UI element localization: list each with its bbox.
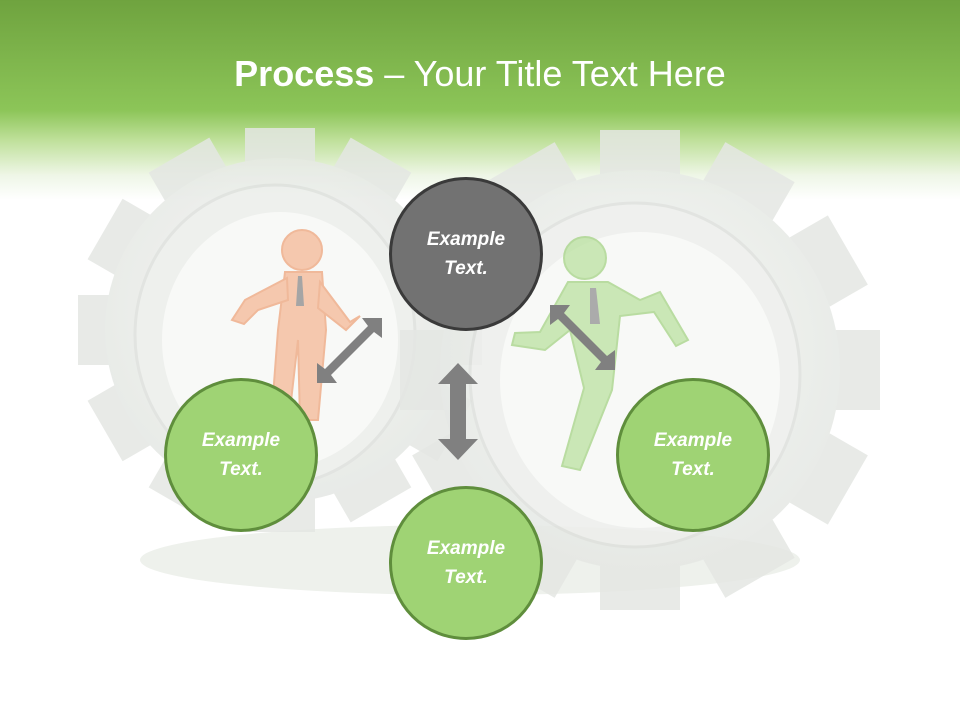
node-right-line1: Example bbox=[653, 430, 733, 451]
node-bottom-line1: Example bbox=[426, 538, 506, 559]
node-left-line1: Example bbox=[201, 430, 281, 451]
node-right-line2: Text. bbox=[671, 459, 715, 480]
node-right[interactable]: Example Text. bbox=[616, 378, 770, 532]
arrow-center-left bbox=[317, 318, 382, 383]
page-title: Process – Your Title Text Here bbox=[0, 52, 960, 96]
node-left-line2: Text. bbox=[219, 459, 263, 480]
node-bottom[interactable]: Example Text. bbox=[389, 486, 543, 640]
orange-figure bbox=[230, 229, 361, 421]
arrow-center-bottom bbox=[438, 363, 478, 460]
node-center-line2: Text. bbox=[444, 258, 488, 279]
green-figure bbox=[510, 236, 690, 472]
node-bottom-line2: Text. bbox=[444, 567, 488, 588]
node-center[interactable]: Example Text. bbox=[389, 177, 543, 331]
node-left[interactable]: Example Text. bbox=[164, 378, 318, 532]
title-bold: Process bbox=[234, 53, 375, 94]
title-rest: – Your Title Text Here bbox=[374, 53, 726, 94]
arrow-center-right bbox=[550, 305, 615, 370]
node-center-line1: Example bbox=[426, 229, 506, 250]
